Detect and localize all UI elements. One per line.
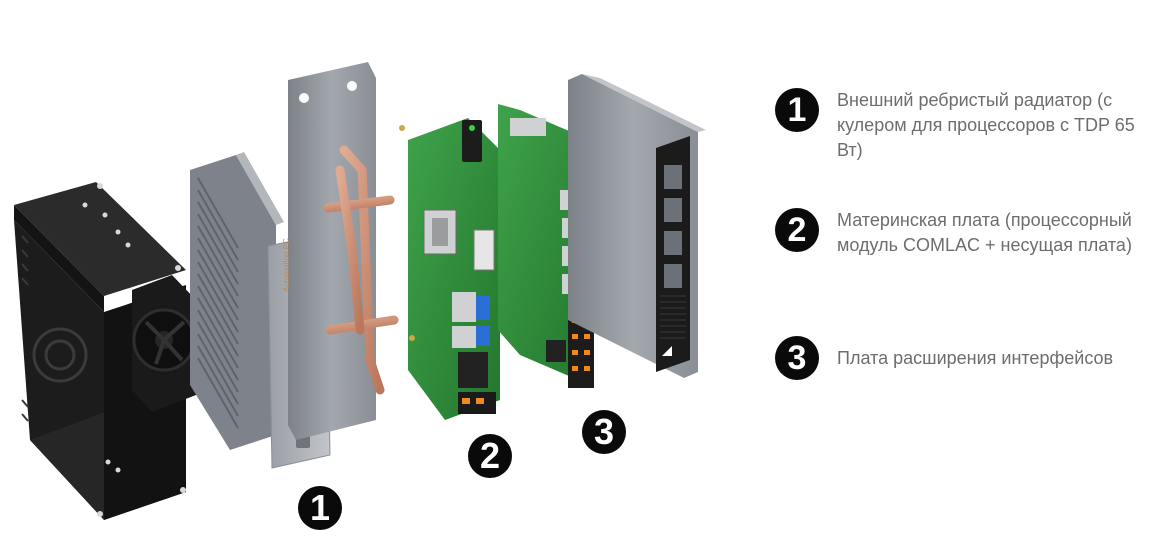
motherboard xyxy=(399,118,500,420)
legend-badge-3: 3 xyxy=(775,336,819,380)
cooling-fan xyxy=(132,275,196,412)
finned-heatsink xyxy=(190,152,284,450)
legend-badge-1: 1 xyxy=(775,88,819,132)
callout-badge-2: 2 xyxy=(468,434,512,478)
copper-heatpipe xyxy=(323,145,399,395)
legend-text-1: Внешний ребристый радиатор (с кулером дл… xyxy=(837,90,1135,160)
legend-badge-2: 2 xyxy=(775,208,819,252)
callout-badge-3: 3 xyxy=(582,410,626,454)
side-cover xyxy=(568,74,706,378)
legend-text-3: Плата расширения интерфейсов xyxy=(837,348,1114,368)
callout-badge-1: 1 xyxy=(298,486,342,530)
legend-text-2: Материнская плата (процессорный модуль C… xyxy=(837,210,1132,255)
bracket-label: Automation PC xyxy=(282,238,291,292)
